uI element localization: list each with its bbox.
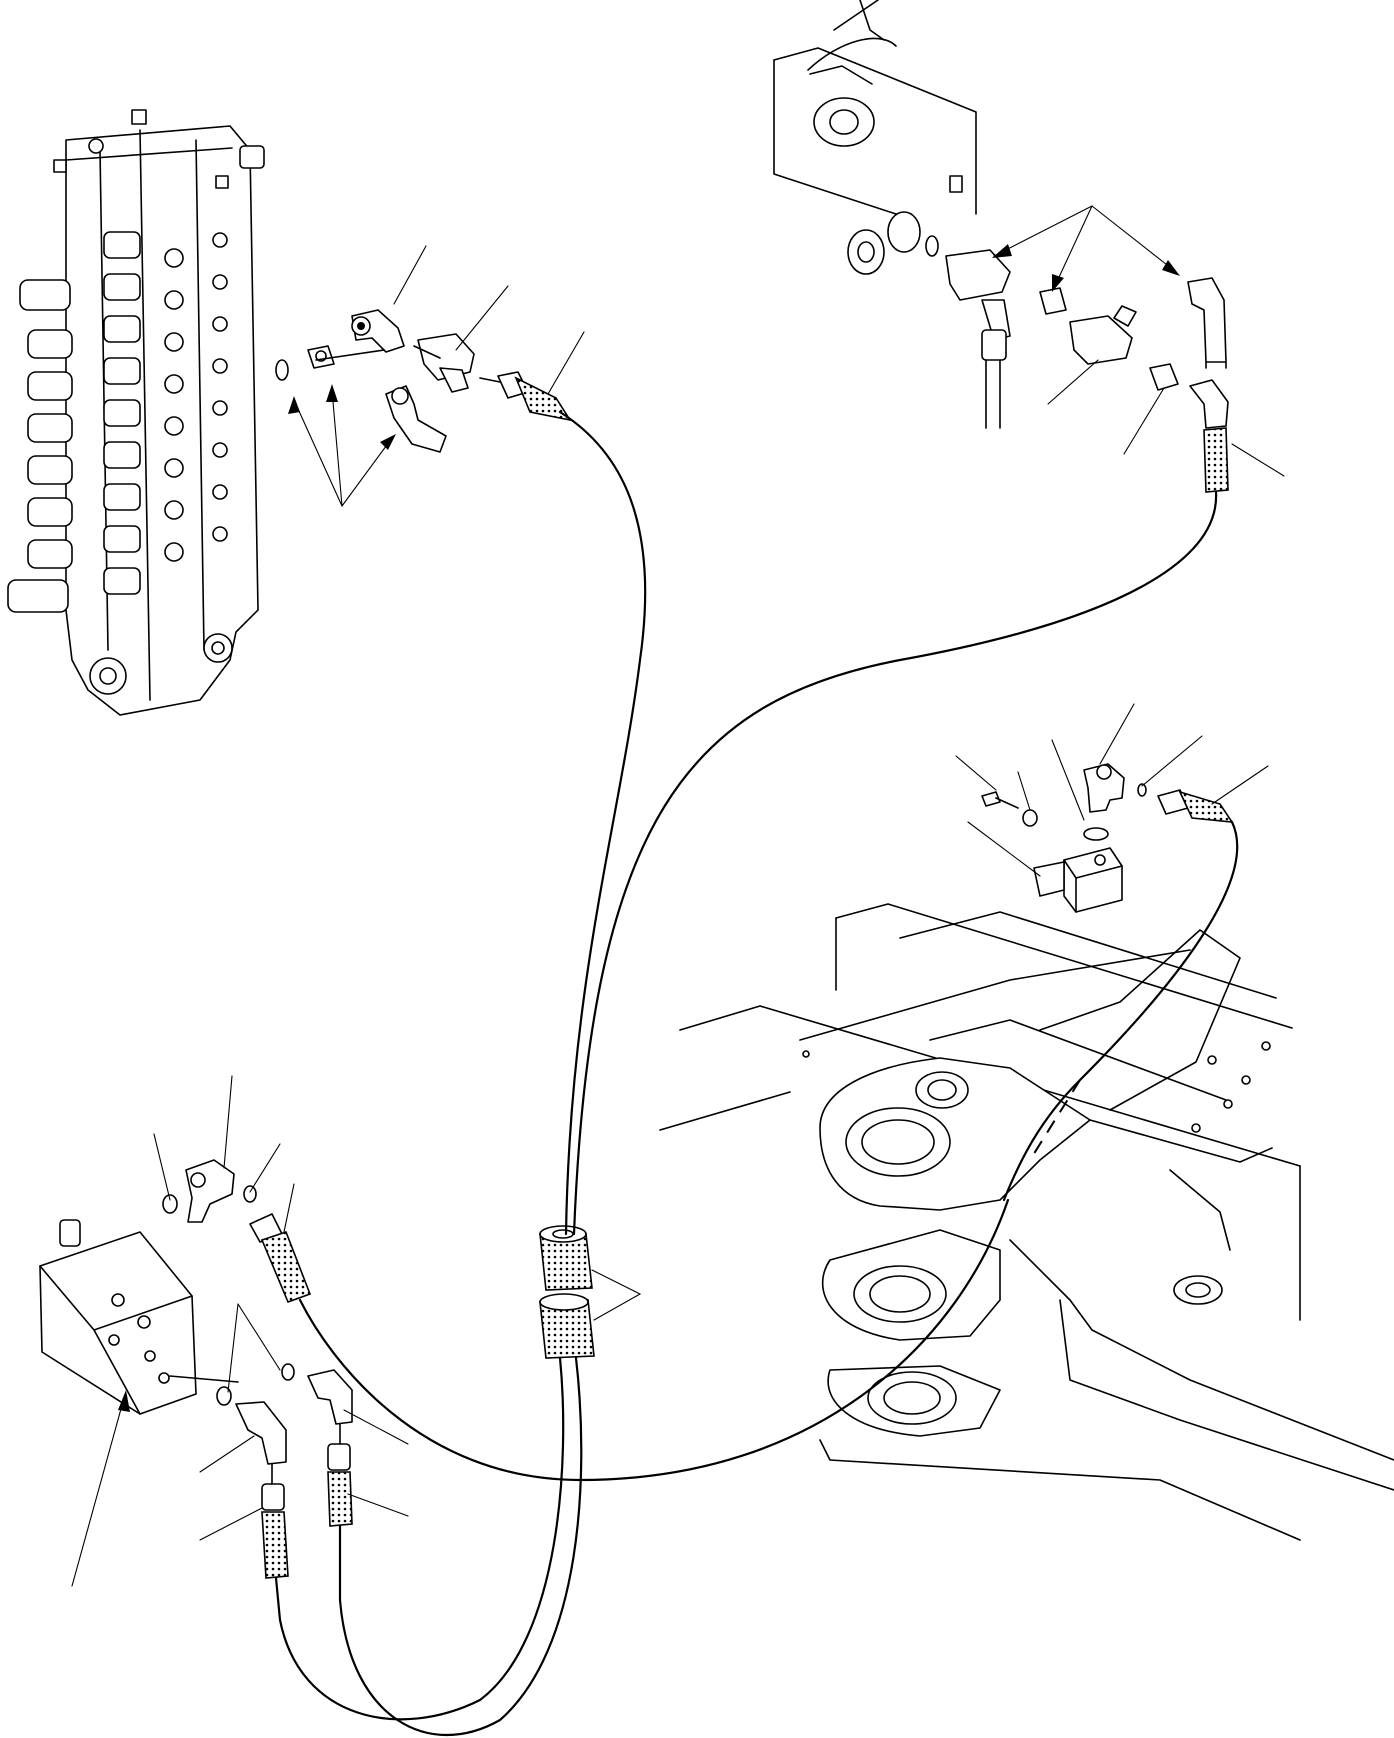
solenoid-hose-sleeve <box>1178 790 1234 823</box>
hose-tank-to-clamp <box>572 490 1218 1236</box>
solenoid-washer <box>1022 809 1038 827</box>
leader-1 <box>393 245 427 305</box>
boom-foot-bracket <box>659 903 1394 1541</box>
valve-fitting-chain <box>275 245 585 507</box>
tank-nipple <box>1039 287 1067 315</box>
leader-2 <box>455 285 509 351</box>
hose-valve-to-clamp <box>558 410 647 1236</box>
safety-o-ring-1 <box>162 1194 178 1214</box>
hydraulic-tank-corner <box>773 0 1285 493</box>
tank-tee <box>1069 315 1133 365</box>
safety-elbow-1 <box>185 1159 235 1223</box>
solenoid-o-ring <box>1083 827 1109 841</box>
tank-hose-sleeve <box>1203 427 1229 493</box>
valve-top-caps <box>53 109 265 189</box>
hose-solenoid-to-block <box>1002 820 1239 1202</box>
tank-nut <box>1149 363 1179 391</box>
solenoid-bolt <box>981 791 1001 807</box>
arrow-group-left <box>288 384 396 507</box>
block-leader-arrow <box>71 1397 125 1587</box>
spacer <box>887 211 921 253</box>
right-elbow <box>1187 277 1227 363</box>
tank-leader-top <box>993 205 1093 257</box>
leader-3 <box>547 331 585 395</box>
valve-ports <box>89 232 233 695</box>
hose-burst-valve-block <box>39 1075 409 1587</box>
solenoid-valve-block <box>955 703 1269 913</box>
safety-elbow-3 <box>307 1369 353 1425</box>
tank-hose-elbow <box>1189 379 1229 429</box>
hose-clamp-pair <box>539 1225 642 1359</box>
tee-union <box>945 249 1011 301</box>
solenoid-elbow <box>1083 763 1125 813</box>
control-valve-stack <box>7 109 265 716</box>
safety-elbow-2 <box>235 1401 287 1465</box>
plug <box>847 229 885 275</box>
hoses <box>274 410 1239 1736</box>
valve-spools <box>7 231 141 613</box>
o-ring <box>275 359 289 381</box>
